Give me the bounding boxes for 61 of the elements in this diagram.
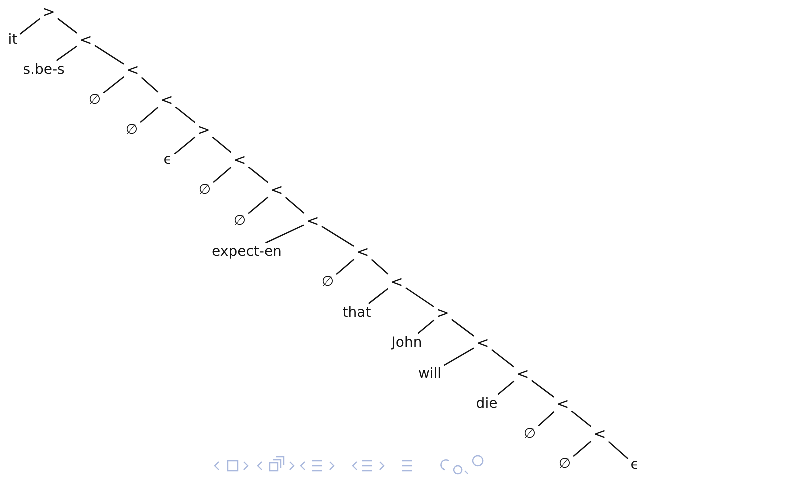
tree-branch-line <box>94 45 124 65</box>
branch-node-label: < <box>516 366 530 382</box>
leaf-word: s.be-s <box>22 62 66 78</box>
leaf-word: expect-en <box>211 244 283 260</box>
leaf-word: will <box>417 366 443 382</box>
branch-node-label: < <box>78 32 94 48</box>
tree-branch-line <box>141 77 159 93</box>
tree-branch-line <box>608 441 629 460</box>
tree-branch-line <box>498 380 515 396</box>
tree-branch-line <box>532 380 554 398</box>
tree-branch-line <box>571 410 592 428</box>
branch-node-label: < <box>556 396 570 412</box>
branch-node-label: < <box>390 274 404 290</box>
leaf-word: ∅ <box>232 213 248 229</box>
tree-branch-line <box>266 224 304 244</box>
tree-branch-line <box>103 76 124 94</box>
tree-branch-line <box>213 167 232 184</box>
leaf-word: ϵ <box>630 457 640 473</box>
branch-node-label: < <box>270 182 284 198</box>
leaf-word: ∅ <box>558 456 572 472</box>
leaf-word: John <box>390 335 424 351</box>
branch-node-label: < <box>356 244 370 260</box>
leaf-word: ∅ <box>522 426 538 442</box>
leaf-word: ∅ <box>124 122 140 138</box>
tree-branch-line <box>418 320 435 334</box>
branch-node-label: < <box>476 335 490 351</box>
leaf-word: ∅ <box>320 274 336 290</box>
tree-branch-line <box>174 136 196 155</box>
tree-branch-line <box>20 18 40 35</box>
tree-branch-line <box>406 287 434 308</box>
leaf-word: ∅ <box>198 182 212 198</box>
tree-branch-line <box>368 288 388 304</box>
tree-branch-line <box>58 18 78 34</box>
tree-branch-line <box>248 166 269 184</box>
leaf-word: that <box>342 305 372 321</box>
tree-branch-line <box>573 441 592 458</box>
branch-node-label: < <box>160 92 174 108</box>
tree-branch-line <box>140 107 159 124</box>
tree-branch-line <box>248 196 269 214</box>
tree-branch-line <box>336 259 355 276</box>
tree-branch-line <box>285 197 305 214</box>
tree-branch-line <box>371 259 389 275</box>
leaf-word: ∅ <box>88 92 102 108</box>
branch-node-label: < <box>232 152 248 168</box>
leaf-word: it <box>7 32 19 48</box>
branch-node-label: < <box>126 62 140 78</box>
branch-node-label: > <box>196 122 212 138</box>
tree-branch-line <box>56 46 78 62</box>
tree-branch-line <box>212 136 232 154</box>
tree-branch-line <box>492 349 514 368</box>
tree-branch-line <box>452 319 474 337</box>
branch-node-label: < <box>592 426 608 442</box>
tree-branch-line <box>175 106 196 124</box>
tree-branch-line <box>538 412 555 427</box>
leaf-word: die <box>475 396 499 412</box>
branch-node-label: > <box>436 305 450 321</box>
branch-node-label: < <box>306 213 320 229</box>
tree-branch-line <box>322 226 354 247</box>
leaf-word: ϵ <box>162 152 174 168</box>
tree-branch-line <box>444 348 474 366</box>
branch-node-label: > <box>42 4 56 20</box>
